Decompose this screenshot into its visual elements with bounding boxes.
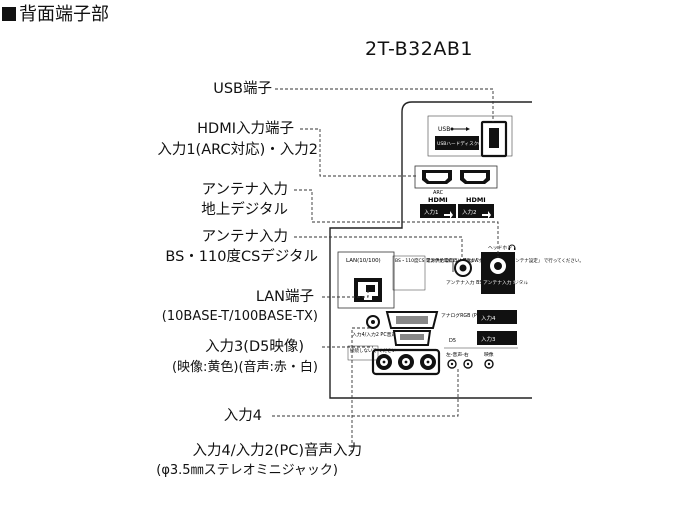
usb-note: USBハードディスク(録画)用: [437, 140, 496, 147]
label-antenna-bs-line2: BS・110度CSデジタル: [165, 249, 318, 265]
input4-audio-right-jack: [463, 359, 473, 369]
section-title: 背面端子部: [2, 0, 109, 26]
audio-lr-label: 左-音声-右: [446, 351, 469, 358]
usb-area: [427, 115, 513, 157]
panel-outline: [329, 101, 532, 399]
pc-rgb-label: アナログRGB (PC入力): [441, 312, 492, 319]
arc-label: ARC: [433, 190, 444, 196]
label-antenna-bs-line1: アンテナ入力: [201, 229, 288, 245]
d5-label: D5: [449, 338, 456, 344]
lan-area: [337, 251, 395, 309]
rca-jack-right: [420, 354, 436, 370]
usb-label: USB: [438, 126, 450, 133]
headphone-icon: [508, 244, 516, 250]
pc-rgb-port: [385, 311, 439, 329]
hdmi-input1-label: 入力1: [424, 208, 439, 216]
hdmi-port-2: [460, 170, 490, 184]
label-input4: 入力4: [223, 408, 262, 424]
bs-antenna-port: [454, 259, 472, 277]
label-antenna-terr-line2: 地上デジタル: [201, 202, 288, 218]
input4-video-jack: [484, 359, 494, 369]
leader-lines: [272, 88, 499, 452]
headphone-label: ヘッドホン: [488, 245, 512, 251]
hdmi-logo-1: HDMI: [428, 196, 448, 204]
terr-antenna-label: アンテナ入力 地上デジタル: [483, 279, 542, 286]
headphone-jack: [366, 315, 380, 329]
video-label: 映像: [484, 351, 494, 358]
arrow-icon: [444, 211, 453, 219]
pc-audio-label: 入力4/入力2 PC音声入力: [352, 331, 406, 338]
label-pc-audio-line1: 入力4/入力2(PC)音声入力: [192, 443, 362, 459]
label-input3-line1: 入力3(D5映像): [205, 339, 304, 355]
hdmi-logo-2: HDMI: [466, 196, 486, 204]
label-hdmi-line2: 入力1(ARC対応)・入力2: [157, 142, 318, 158]
arrow-icon: [482, 211, 491, 219]
input4-tag: [477, 310, 517, 324]
usb-note-box: [435, 136, 479, 150]
rca-jack-center: [398, 354, 414, 370]
d5-port: [392, 330, 432, 346]
input3-rca-block: [371, 348, 441, 376]
input3-tag: [477, 331, 517, 345]
rca-jack-left: [376, 354, 392, 370]
power-label: 電源供給 DC15V 最大4W: [426, 257, 479, 264]
hdmi-port-1: [422, 170, 452, 184]
label-pc-audio-line2: (φ3.5㎜ステレオミニジャック): [156, 463, 338, 478]
usb-symbol-icon: [450, 127, 470, 131]
hdmi-input2-label: 入力2: [462, 208, 477, 216]
square-bullet-icon: [2, 7, 16, 21]
label-lan-line1: LAN端子: [255, 289, 314, 305]
terr-antenna-port: [490, 258, 506, 274]
model-number: 2T-B32AB1: [365, 38, 473, 60]
input4-tag-label: 入力4: [481, 314, 496, 322]
usb-port-inner: [489, 128, 499, 148]
label-usb: USB端子: [213, 81, 272, 97]
lan-label: LAN(10/100): [346, 258, 381, 264]
input4-audio-left-jack: [447, 359, 457, 369]
label-hdmi-line1: HDMI入力端子: [197, 121, 294, 137]
label-antenna-terr-line1: アンテナ入力: [201, 182, 288, 198]
label-lan-line2: (10BASE-T/100BASE-TX): [161, 309, 318, 324]
input3-tag-label: 入力3: [481, 335, 496, 343]
label-input3-line2: (映像:黄色)(音声:赤・白): [171, 360, 318, 375]
hdmi-area: [414, 165, 498, 189]
